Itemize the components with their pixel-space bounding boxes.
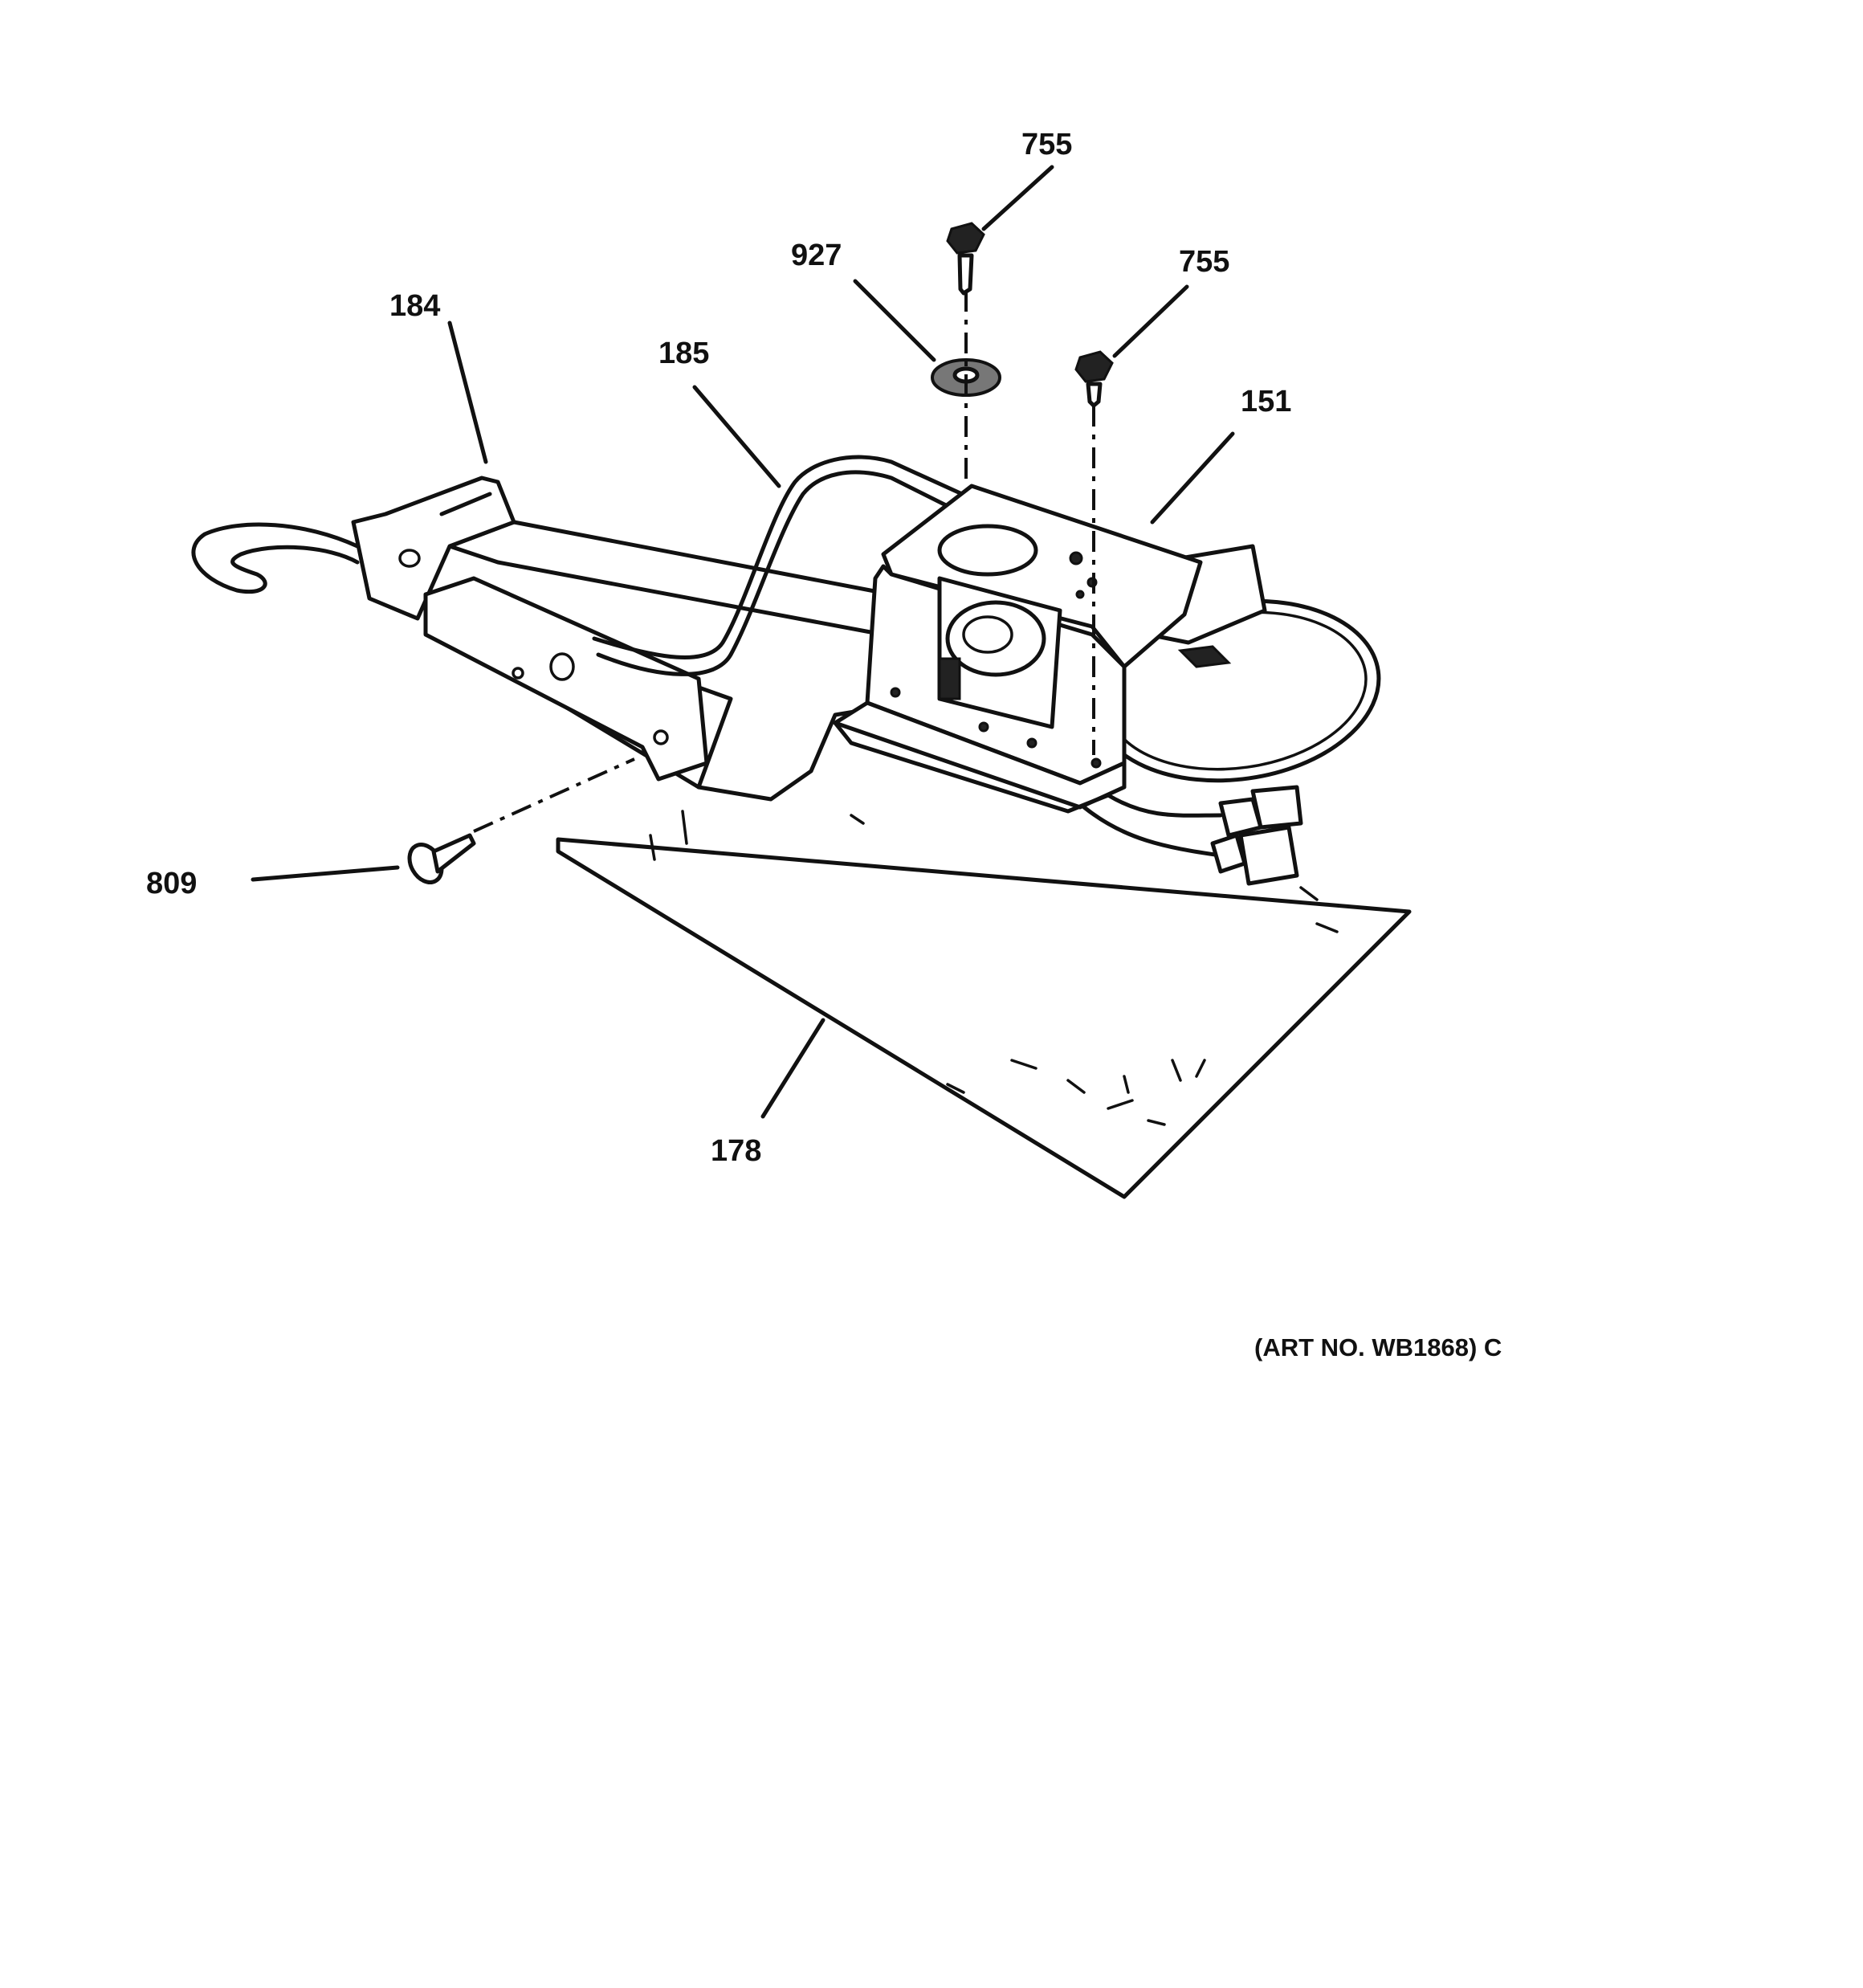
center-lines: [473, 291, 1095, 833]
fan-motor-drawing: [833, 484, 1303, 886]
callout-809: 809: [146, 867, 197, 900]
callout-755-top: 755: [1021, 128, 1072, 161]
leader-lines: [251, 165, 1235, 1119]
screw-755-top-drawing: [946, 222, 985, 296]
mounting-bracket-drawing: [351, 476, 894, 802]
support-rod-drawing: [592, 455, 982, 676]
callout-184: 184: [389, 289, 440, 323]
callout-185: 185: [658, 337, 709, 370]
art-number-label: (ART NO. WB1868) C: [1254, 1333, 1502, 1361]
callout-151: 151: [1241, 385, 1291, 418]
callout-labels: 755 927 755 184 185 151 809 178 (ART NO.…: [146, 128, 1502, 1361]
callout-927: 927: [791, 239, 842, 272]
screw-809-drawing: [407, 833, 476, 884]
callout-755-right: 755: [1179, 245, 1229, 279]
screw-755-right-drawing: [1074, 350, 1114, 408]
callout-178: 178: [711, 1134, 761, 1168]
insulation-pad-drawing: [556, 810, 1412, 1199]
hook-drawing: [191, 522, 360, 594]
